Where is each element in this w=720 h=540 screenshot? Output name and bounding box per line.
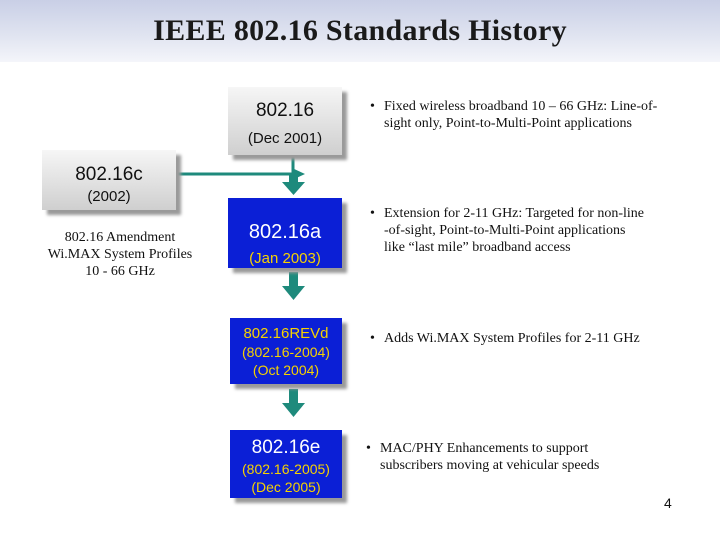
- bullet-2: • Extension for 2-11 GHz: Targeted for n…: [370, 205, 715, 256]
- bullet-3: • Adds Wi.MAX System Profiles for 2-11 G…: [370, 330, 710, 347]
- box-802-16: 802.16 (Dec 2001): [228, 87, 342, 155]
- box-802-16a: 802.16a (Jan 2003): [228, 198, 342, 268]
- bullet-1-line-2: sight only, Point-to-Multi-Point applica…: [384, 116, 632, 131]
- box-802-16c-name: 802.16c: [75, 164, 143, 185]
- amendment-line-1: 802.16 Amendment: [64, 230, 176, 245]
- arrow-16a-to-revd: [282, 272, 305, 300]
- box-802-16e-name: 802.16e: [251, 437, 321, 458]
- bullet-3-line-1: Adds Wi.MAX System Profiles for 2-11 GHz: [384, 331, 640, 346]
- box-802-16revd: 802.16REVd (802.16-2004) (Oct 2004): [230, 318, 342, 384]
- bullet-4-line-1: MAC/PHY Enhancements to support: [380, 441, 589, 456]
- bullet-1-line-1: Fixed wireless broadband 10 – 66 GHz: Li…: [384, 99, 658, 114]
- box-802-16e-date: (Dec 2005): [251, 479, 321, 495]
- box-802-16e: 802.16e (802.16-2005) (Dec 2005): [230, 430, 342, 498]
- bullet-2-line-3: like “last mile” broadband access: [384, 240, 571, 255]
- box-802-16revd-name: 802.16REVd: [243, 325, 329, 342]
- title-bar: [0, 0, 720, 62]
- amendment-line-3: 10 - 66 GHz: [85, 264, 155, 279]
- bullet-4: • MAC/PHY Enhancements to support subscr…: [366, 440, 706, 474]
- box-802-16a-name: 802.16a: [248, 221, 322, 243]
- bullet-1: • Fixed wireless broadband 10 – 66 GHz: …: [370, 98, 710, 132]
- box-802-16-name: 802.16: [255, 100, 315, 121]
- amendment-line-2: Wi.MAX System Profiles: [47, 247, 193, 262]
- box-802-16a-date: (Jan 2003): [249, 250, 321, 267]
- page-title: IEEE 802.16 Standards History: [153, 14, 567, 47]
- bullet-dot: •: [370, 206, 375, 221]
- arrow-revd-to-16e: [282, 389, 305, 417]
- box-802-16c-date: (2002): [87, 188, 131, 205]
- arrow-16-to-16a: [282, 174, 305, 195]
- box-802-16revd-alt: (802.16-2004): [242, 344, 330, 360]
- box-802-16e-alt: (802.16-2005): [242, 461, 330, 477]
- bullet-dot: •: [370, 331, 375, 346]
- bullet-4-line-2: subscribers moving at vehicular speeds: [380, 458, 600, 473]
- bullet-dot: •: [366, 441, 371, 456]
- box-802-16c: 802.16c (2002): [42, 150, 176, 210]
- bullet-2-line-1: Extension for 2-11 GHz: Targeted for non…: [384, 206, 645, 221]
- amendment-note: 802.16 Amendment Wi.MAX System Profiles …: [22, 229, 218, 280]
- bullet-dot: •: [370, 99, 375, 114]
- page-number: 4: [664, 495, 672, 511]
- box-802-16-date: (Dec 2001): [247, 130, 323, 147]
- bullet-2-line-2: -of-sight, Point-to-Multi-Point applicat…: [384, 223, 626, 238]
- box-802-16revd-date: (Oct 2004): [252, 362, 320, 378]
